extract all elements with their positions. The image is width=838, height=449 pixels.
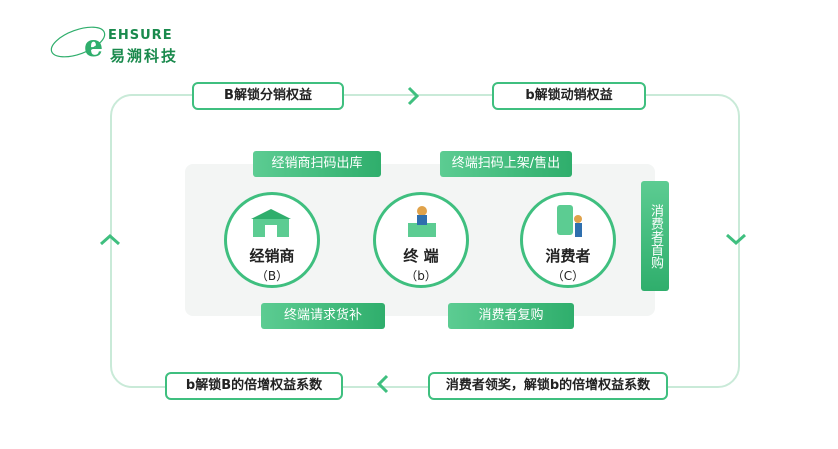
node-title: 终 端: [403, 247, 439, 265]
phone-user-icon: [557, 205, 582, 237]
inner-label-top-left: 经销商扫码出库: [253, 151, 381, 177]
warehouse-icon: [251, 209, 291, 237]
outer-label-bottom-left: b解锁B的倍增权益系数: [165, 372, 343, 400]
node-sub: （b）: [405, 269, 437, 283]
svg-text:e: e: [84, 29, 103, 64]
outer-label-top-right: b解锁动销权益: [492, 82, 646, 110]
node-sub: （C）: [551, 269, 585, 283]
node-distributor: 经销商 （B）: [224, 192, 320, 288]
outer-label-bottom-right: 消费者领奖，解锁b的倍增权益系数: [428, 372, 668, 400]
inner-label-right: 消费者首购: [641, 181, 669, 291]
inner-label-bottom-left: 终端请求货补: [261, 303, 385, 329]
chevron-down-icon: [726, 233, 746, 246]
chevron-left-icon: [376, 374, 389, 394]
logo-cn: 易溯科技: [110, 47, 179, 65]
node-terminal: 终 端 （b）: [373, 192, 469, 288]
logo-swirl-icon: e: [50, 26, 106, 64]
outer-label-top-left: B解锁分销权益: [192, 82, 344, 110]
inner-label-bottom-right: 消费者复购: [448, 303, 574, 329]
node-consumer: 消费者 （C）: [520, 192, 616, 288]
node-title: 消费者: [545, 247, 591, 265]
chevron-up-icon: [100, 233, 120, 246]
logo-en: EHSURE: [108, 28, 173, 43]
chevron-right-icon: [407, 86, 420, 106]
inner-label-top-right: 终端扫码上架/售出: [440, 151, 572, 177]
shop-counter-icon: [408, 206, 436, 237]
node-title: 经销商: [249, 247, 295, 265]
node-sub: （B）: [255, 269, 289, 283]
